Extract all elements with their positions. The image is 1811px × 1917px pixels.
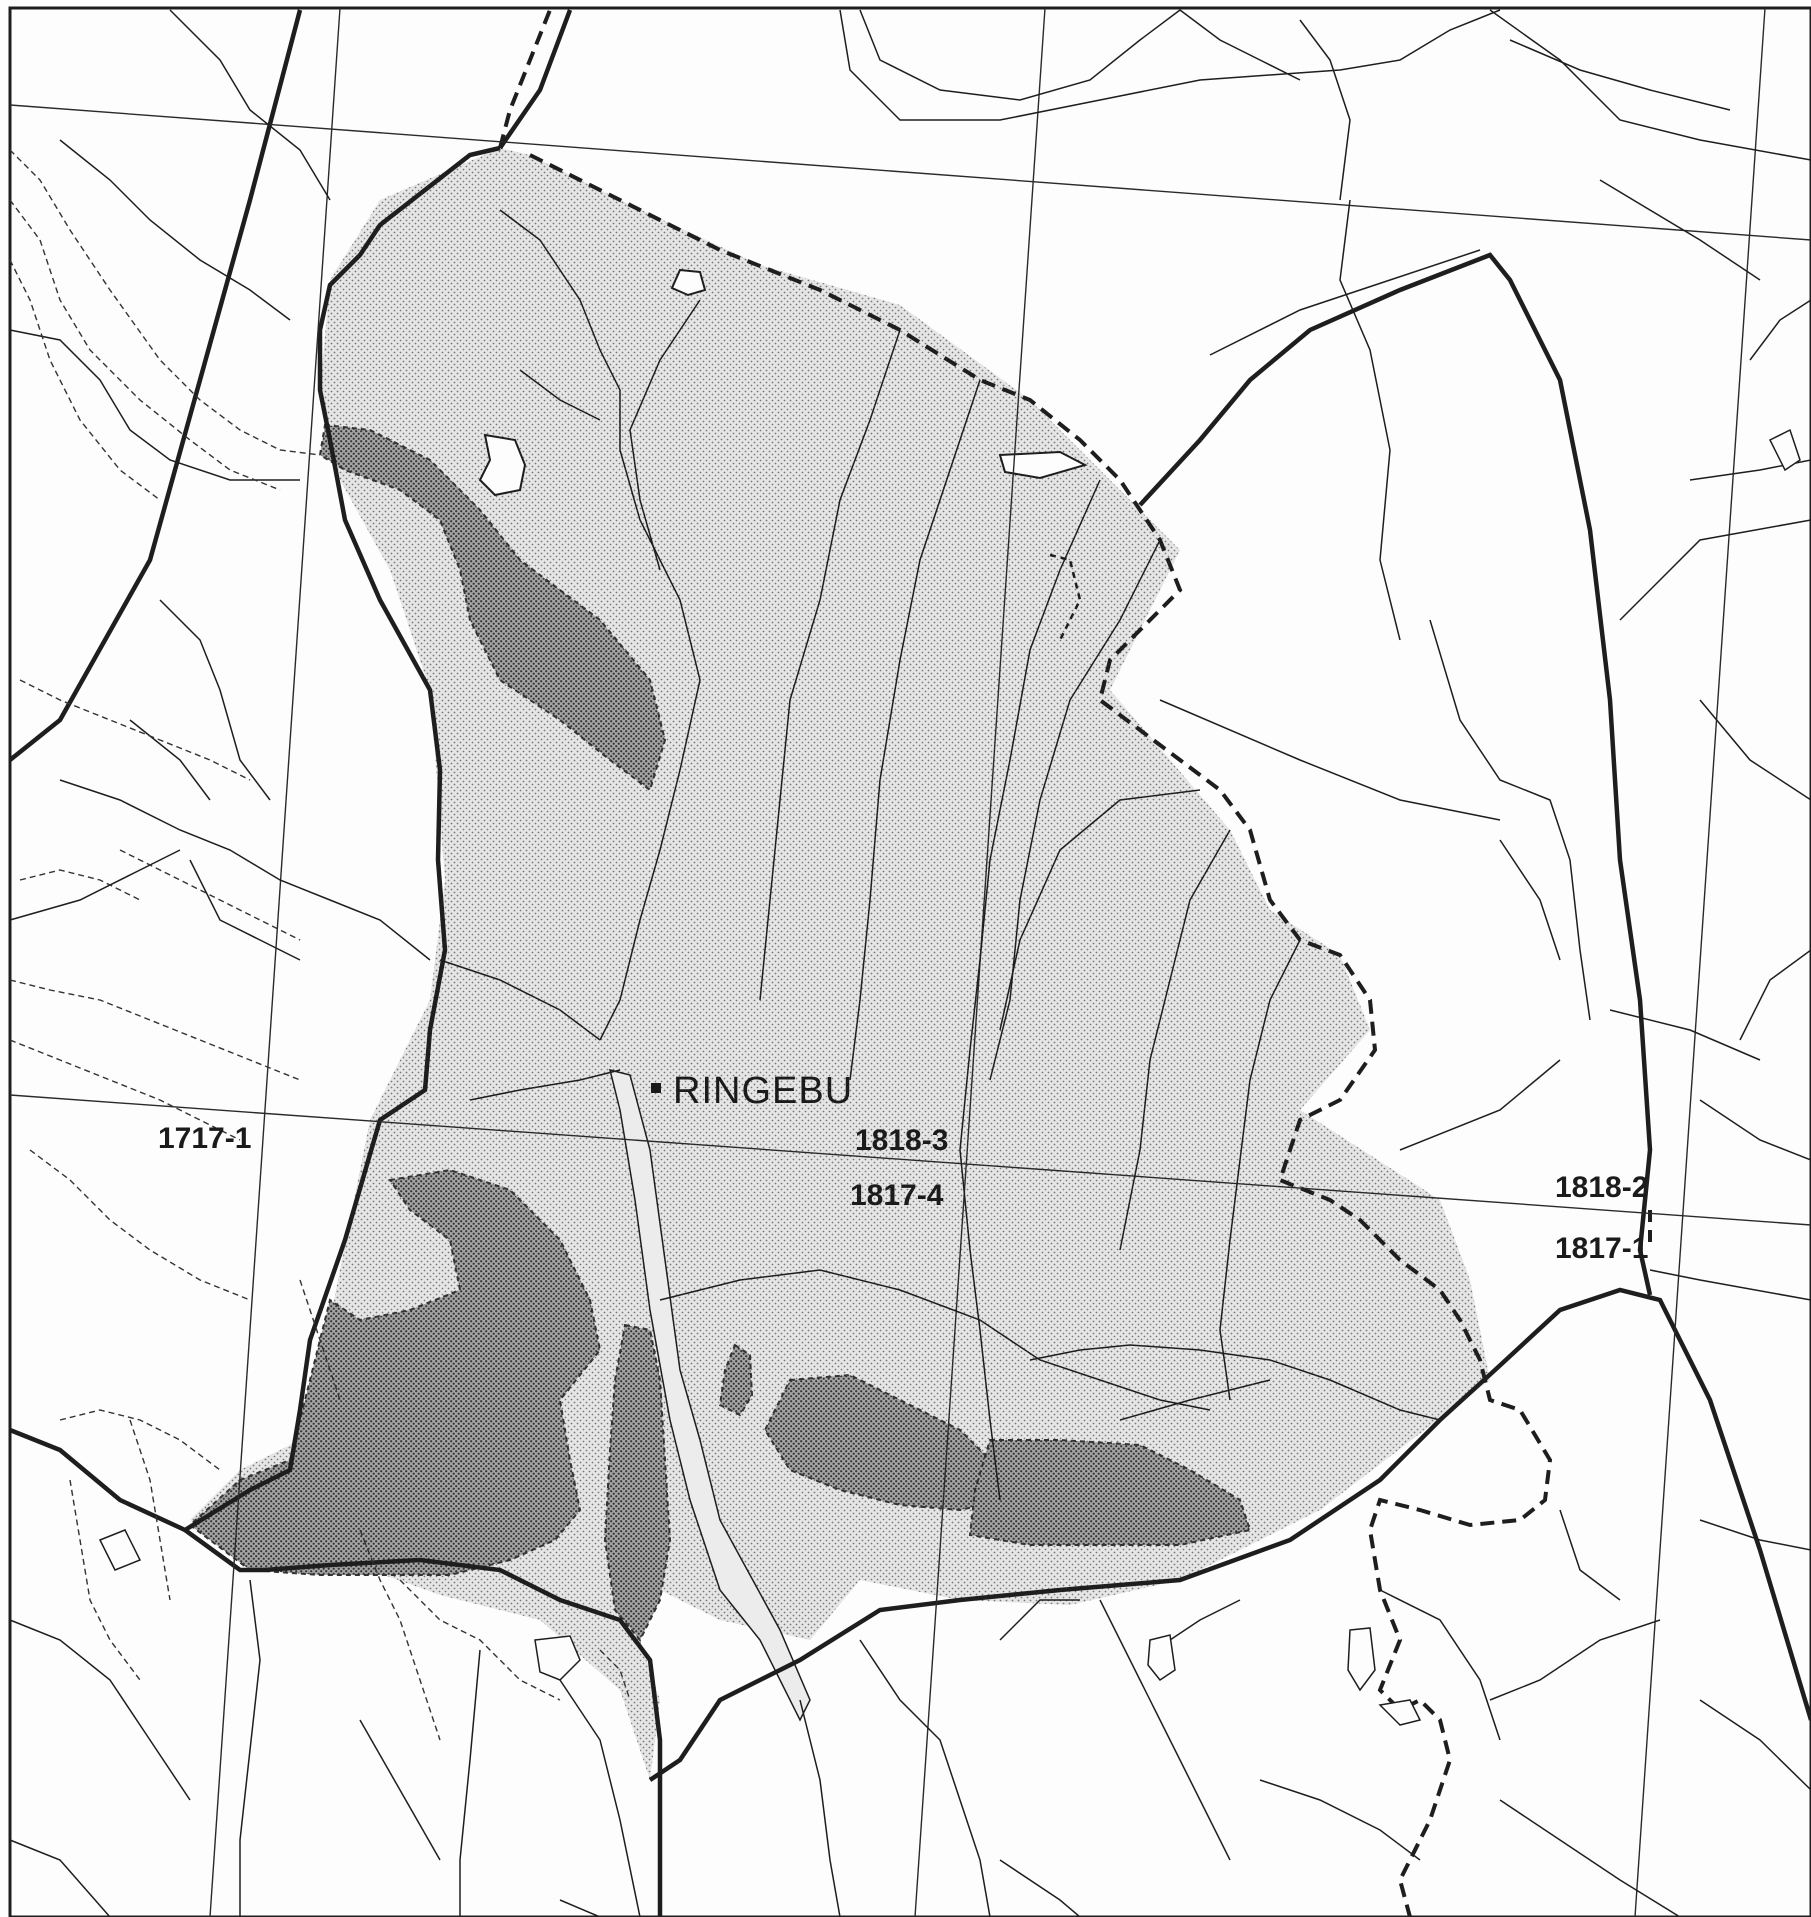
shaded-region-dark-southwest	[188, 1168, 602, 1576]
lake-north-3	[998, 450, 1088, 480]
lake-north-1	[670, 268, 707, 297]
sheet-label-center-lower: 1817-4	[850, 1179, 944, 1212]
district-boundary-south	[648, 1287, 1811, 1782]
shaded-region-dark-small	[718, 1343, 754, 1417]
shaded-region-dark-east	[968, 1439, 1252, 1546]
shaded-region-dark-strip	[603, 1323, 672, 1642]
sheet-label-right-lower: 1817-1	[1555, 1232, 1648, 1265]
sheet-label-center-upper: 1818-3	[855, 1124, 948, 1157]
rivers	[9, 9, 1811, 1917]
municipality-boundary-east	[529, 153, 1553, 1917]
small-lakes	[98, 428, 1801, 1726]
lake-north-2	[478, 433, 527, 497]
place-label-ringebu: RINGEBU	[673, 1070, 853, 1112]
river-main-valley	[608, 1068, 811, 1722]
shaded-region-dark-north	[318, 423, 667, 792]
district-boundary-north	[498, 9, 573, 150]
district-boundary-north-east	[1138, 252, 1653, 1296]
sheet-label-right-upper: 1818-2	[1555, 1171, 1648, 1204]
district-boundary	[180, 145, 663, 1917]
municipality-boundary-north	[498, 9, 552, 149]
town-marker-icon	[651, 1083, 661, 1093]
district-boundary-southwest	[9, 1427, 186, 1533]
district-boundary-west	[8, 9, 303, 762]
sheet-label-left: 1717-1	[158, 1122, 251, 1155]
map-frame	[8, 6, 1811, 1917]
contours	[9, 149, 631, 1741]
